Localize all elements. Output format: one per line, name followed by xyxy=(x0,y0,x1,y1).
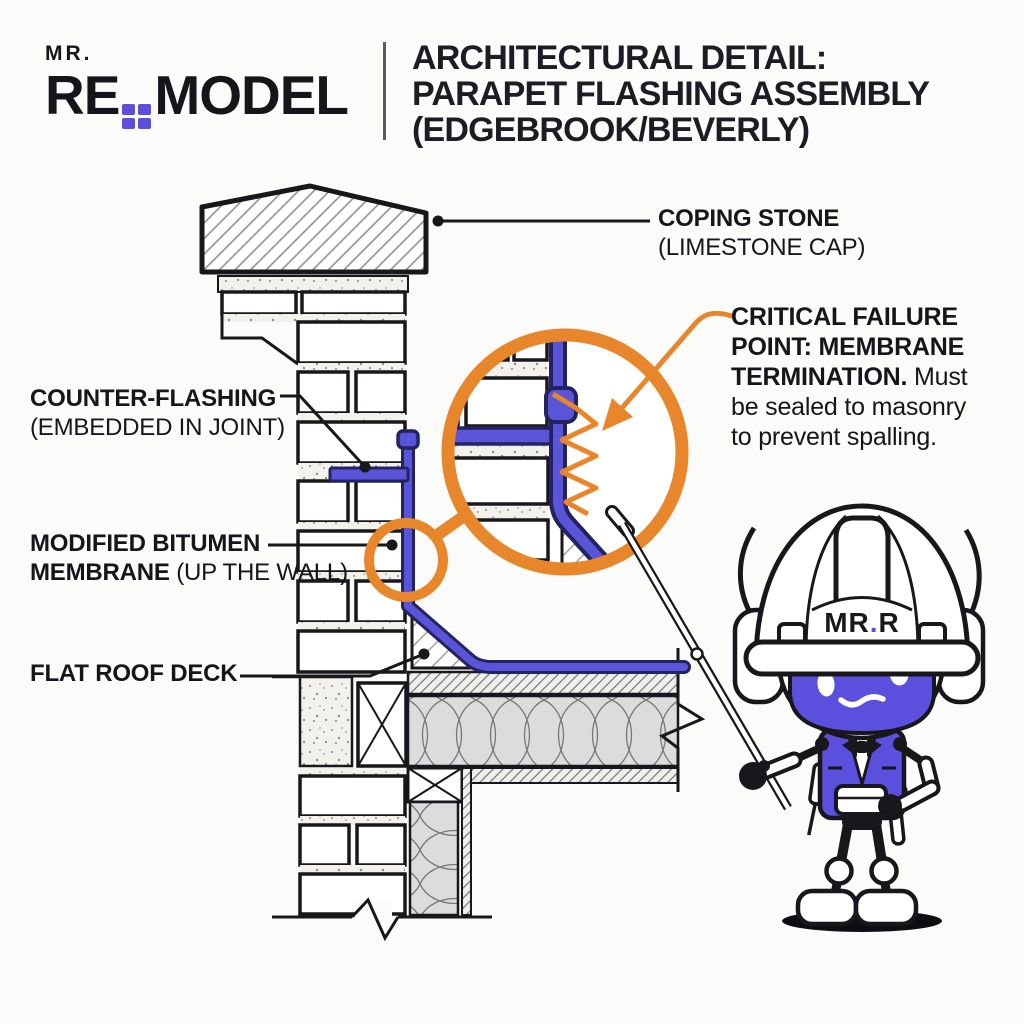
label-counter-flashing: COUNTER-FLASHING (EMBEDDED IN JOINT) xyxy=(30,385,285,441)
header-divider xyxy=(383,42,386,140)
label-coping-stone: COPING STONE (LIMESTONE CAP) xyxy=(658,205,866,261)
label-critical-failure: CRITICAL FAILURE POINT: MEMBRANE TERMINA… xyxy=(731,303,968,451)
roof-edge-break xyxy=(659,648,706,792)
parapet-wall-drawing xyxy=(220,290,408,916)
label-roof-deck: FLAT ROOF DECK xyxy=(30,660,238,687)
membrane-drawing xyxy=(328,429,691,674)
helmet-label: MR.R xyxy=(824,607,900,638)
bow-tie xyxy=(842,737,882,757)
wall-break-symbol xyxy=(350,897,400,942)
pointer-stick xyxy=(605,505,792,811)
mr-r-robot: MR.R xyxy=(732,503,986,932)
window-grid-icon xyxy=(122,104,152,129)
brand-prefix: MR. xyxy=(45,42,93,65)
critical-arrow xyxy=(602,310,736,431)
membrane-termination xyxy=(396,429,420,450)
failure-zigzag xyxy=(551,391,599,517)
coping-stone-drawing xyxy=(199,183,429,293)
hard-hat: MR.R xyxy=(743,503,981,677)
leader-lines xyxy=(240,215,650,678)
label-membrane: MODIFIED BITUMEN MEMBRANE (UP THE WALL) xyxy=(30,530,348,586)
magnifier-callout xyxy=(441,310,736,576)
page-title: ARCHITECTURAL DETAIL: PARAPET FLASHING A… xyxy=(412,39,930,149)
robot-mouth xyxy=(838,694,886,708)
tool-belt-pouch xyxy=(834,784,888,816)
